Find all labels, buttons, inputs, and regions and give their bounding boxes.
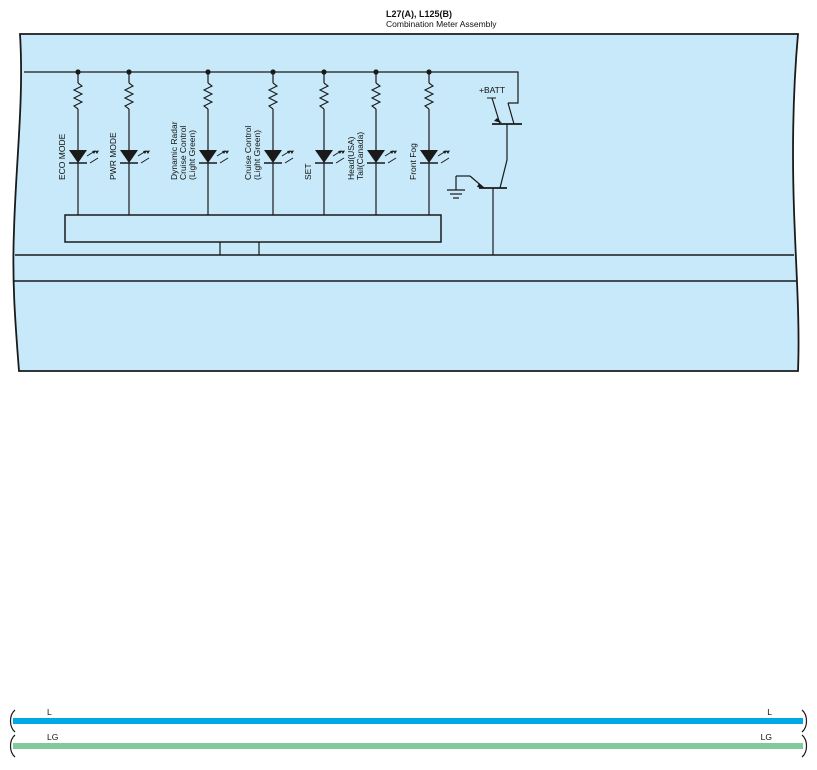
- led-icon: [315, 150, 333, 163]
- ground-icon: [447, 189, 465, 199]
- resistor-icon: [318, 82, 330, 110]
- harness-wire: LG LG: [9, 732, 808, 758]
- light-ray-arrowhead: [92, 150, 96, 154]
- light-ray-arrowhead: [143, 150, 147, 154]
- light-ray-arrowhead: [222, 150, 226, 154]
- indicator-label: ECO MODE: [57, 133, 67, 180]
- indicator-channel: SET: [303, 69, 345, 215]
- indicator-label: Front Fog: [408, 143, 418, 180]
- indicator-label: (Light Green): [187, 130, 197, 180]
- light-ray-arrowhead: [287, 150, 291, 154]
- light-ray-arrowhead: [146, 150, 150, 154]
- resistor-icon: [72, 82, 84, 110]
- indicator-channel: Head(USA)Tail(Canada): [346, 69, 397, 215]
- wire-color-label-left: L: [47, 707, 52, 717]
- resistor-icon: [370, 82, 382, 110]
- upper-transistor-arrow: [494, 118, 502, 123]
- wire-break-right: [801, 734, 808, 758]
- led-icon: [120, 150, 138, 163]
- driver-ic-block: [64, 214, 442, 243]
- light-ray-arrowhead: [290, 150, 294, 154]
- light-ray: [284, 157, 294, 164]
- lower-transistor-arrow: [477, 183, 484, 188]
- indicator-channel: PWR MODE: [108, 69, 150, 215]
- light-ray: [387, 157, 397, 164]
- wire-color-label-right: L: [767, 707, 772, 717]
- light-ray-arrowhead: [443, 150, 447, 154]
- led-icon: [367, 150, 385, 163]
- indicator-label: (Light Green): [252, 130, 262, 180]
- light-ray: [440, 157, 450, 164]
- led-icon: [69, 150, 87, 163]
- indicator-channel: Front Fog: [408, 69, 450, 215]
- light-ray-arrowhead: [338, 150, 342, 154]
- light-ray-arrowhead: [95, 150, 99, 154]
- light-ray: [89, 157, 99, 164]
- upper-transistor-collector: [507, 102, 515, 125]
- light-ray-arrowhead: [225, 150, 229, 154]
- resistor-icon: [423, 82, 435, 110]
- led-icon: [199, 150, 217, 163]
- connector-codes: L27(A), L125(B): [386, 9, 453, 19]
- resistor-icon: [123, 82, 135, 110]
- meter-assembly-panel: [12, 33, 800, 372]
- light-ray-arrowhead: [446, 150, 450, 154]
- component-title: Combination Meter Assembly: [386, 19, 497, 29]
- indicator-label: Cruise Control: [178, 126, 188, 180]
- resistor-icon: [202, 82, 214, 110]
- light-ray-arrowhead: [393, 150, 397, 154]
- wire-break-left: [9, 709, 16, 733]
- led-icon: [420, 150, 438, 163]
- indicator-label: PWR MODE: [108, 132, 118, 180]
- indicator-label: Head(USA): [346, 136, 356, 180]
- wire-break-right: [801, 709, 808, 733]
- wire-color-label-right: LG: [761, 732, 772, 742]
- light-ray: [335, 157, 345, 164]
- light-ray-arrowhead: [390, 150, 394, 154]
- indicator-channel: Cruise Control(Light Green): [243, 69, 294, 215]
- indicator-label: Cruise Control: [243, 126, 253, 180]
- batt-transistor-circuit: +BATT: [447, 85, 522, 255]
- wire-break-left: [9, 734, 16, 758]
- indicator-label: Dynamic Radar: [169, 121, 179, 180]
- indicator-label: Tail(Canada): [355, 132, 365, 180]
- resistor-icon: [267, 82, 279, 110]
- indicator-label: SET: [303, 163, 313, 180]
- batt-label: +BATT: [479, 85, 505, 95]
- light-ray-arrowhead: [341, 150, 345, 154]
- lower-transistor-collector: [499, 159, 508, 189]
- led-icon: [264, 150, 282, 163]
- indicator-channel: ECO MODE: [57, 69, 99, 215]
- light-ray: [140, 157, 150, 164]
- wire-color-label-left: LG: [47, 732, 58, 742]
- light-ray: [219, 157, 229, 164]
